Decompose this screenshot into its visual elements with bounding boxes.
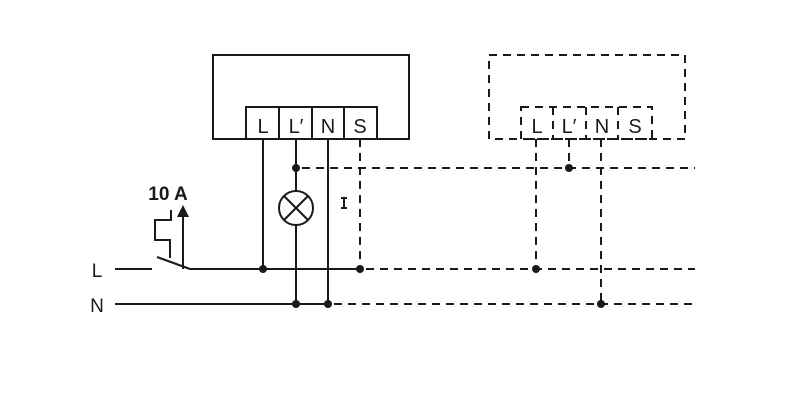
main-terminal-l-prime: L′: [289, 116, 304, 138]
main-unit: L L′ N S: [212, 54, 410, 140]
lamp-icon: [278, 190, 314, 226]
main-terminal-n: N: [321, 116, 335, 138]
ext-terminal-l-prime: L′: [562, 116, 577, 138]
neutral-label: N: [90, 296, 104, 317]
breaker-rating: 10 A: [148, 184, 188, 205]
extension-unit: L L′ N S: [488, 54, 686, 140]
main-terminal-s: S: [353, 116, 366, 138]
junction-dots: [259, 164, 605, 308]
live-label: L: [92, 261, 103, 282]
ext-terminal-l: L: [531, 116, 542, 138]
breaker-arrow-icon: [177, 205, 189, 217]
circuit-breaker: 10 A: [148, 184, 191, 270]
main-terminal-l: L: [257, 116, 268, 138]
breaker-switch: [156, 256, 191, 270]
crossover-mark: [341, 197, 347, 209]
ext-terminal-s: S: [628, 116, 641, 138]
ext-terminal-n: N: [595, 116, 609, 138]
